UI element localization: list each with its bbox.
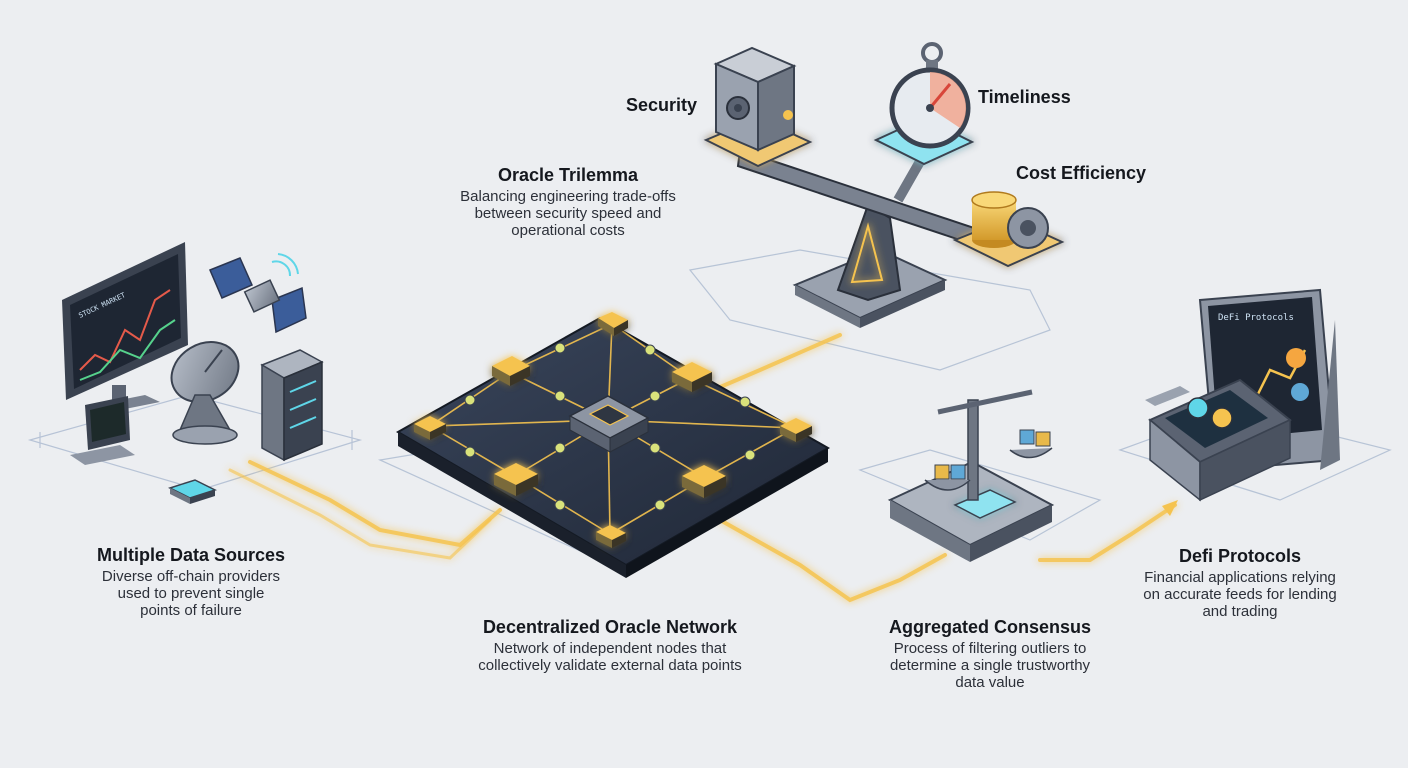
oracle-network-block: Decentralized Oracle Network Network of … <box>430 616 790 674</box>
stock-monitor: STOCK MARKET <box>62 242 188 412</box>
data-sources-title: Multiple Data Sources <box>96 545 286 565</box>
data-sources-cluster: STOCK MARKET <box>62 242 324 504</box>
defi-desc: Financial applications relying on accura… <box>1143 569 1337 620</box>
path-sources-to-network-2 <box>228 468 492 560</box>
path-network-to-consensus <box>718 518 947 603</box>
path-sources-to-network <box>248 460 502 548</box>
defi-title: Defi Protocols <box>1178 546 1302 566</box>
scale-fulcrum <box>836 203 902 302</box>
node-lower-right <box>682 465 726 498</box>
timeliness-post <box>893 155 927 203</box>
oracle-trilemma-desc: Balancing engineering trade-offs between… <box>460 188 676 239</box>
timeliness-label: Timeliness <box>978 87 1071 107</box>
oracle-trilemma-title: Oracle Trilemma <box>497 165 639 185</box>
network-small-nodes <box>464 342 756 511</box>
defi-terminal: DeFi Protocols <box>1145 288 1340 502</box>
node-bottom <box>596 525 626 548</box>
node-upper-right <box>672 362 712 392</box>
oracle-trilemma-block: Oracle Trilemma Balancing engineering tr… <box>418 164 718 239</box>
server-rack <box>260 349 324 462</box>
defi-block: Defi Protocols Financial applications re… <box>1110 545 1370 620</box>
consensus-title: Aggregated Consensus <box>888 617 1092 637</box>
node-top <box>598 312 628 336</box>
cost-coins <box>952 191 1065 268</box>
node-right <box>780 418 812 442</box>
data-sources-desc: Diverse off-chain providers used to prev… <box>101 568 281 619</box>
gear-icon <box>1007 207 1049 249</box>
data-sources-block: Multiple Data Sources Diverse off-chain … <box>56 544 326 619</box>
terminal-device <box>70 396 135 465</box>
path-consensus-to-defi <box>1038 503 1177 562</box>
consensus-desc: Process of filtering outliers to determi… <box>889 640 1091 691</box>
network-nodes <box>414 312 812 548</box>
source-chip <box>168 479 217 504</box>
cost-efficiency-label: Cost Efficiency <box>1016 163 1147 183</box>
node-lower-left <box>494 463 538 496</box>
satellite <box>209 253 307 334</box>
consensus-block: Aggregated Consensus Process of filterin… <box>850 616 1130 691</box>
security-vault <box>703 46 813 168</box>
oracle-network-title: Decentralized Oracle Network <box>482 617 738 637</box>
oracle-network-desc: Network of independent nodes that collec… <box>478 640 742 674</box>
satellite-dish <box>170 341 240 445</box>
trilemma-scale <box>703 42 1065 328</box>
defi-screen-caption: DeFi Protocols <box>1218 313 1294 323</box>
data-cubes <box>934 429 1051 480</box>
node-upper-left <box>492 356 530 386</box>
arrow-head-defi <box>1162 500 1178 516</box>
timeliness-stopwatch <box>873 42 975 166</box>
consensus-scale <box>887 389 1055 562</box>
oracle-network-board <box>395 312 831 578</box>
security-label: Security <box>626 95 698 115</box>
node-left <box>414 416 446 440</box>
central-processor-chip <box>568 395 650 453</box>
